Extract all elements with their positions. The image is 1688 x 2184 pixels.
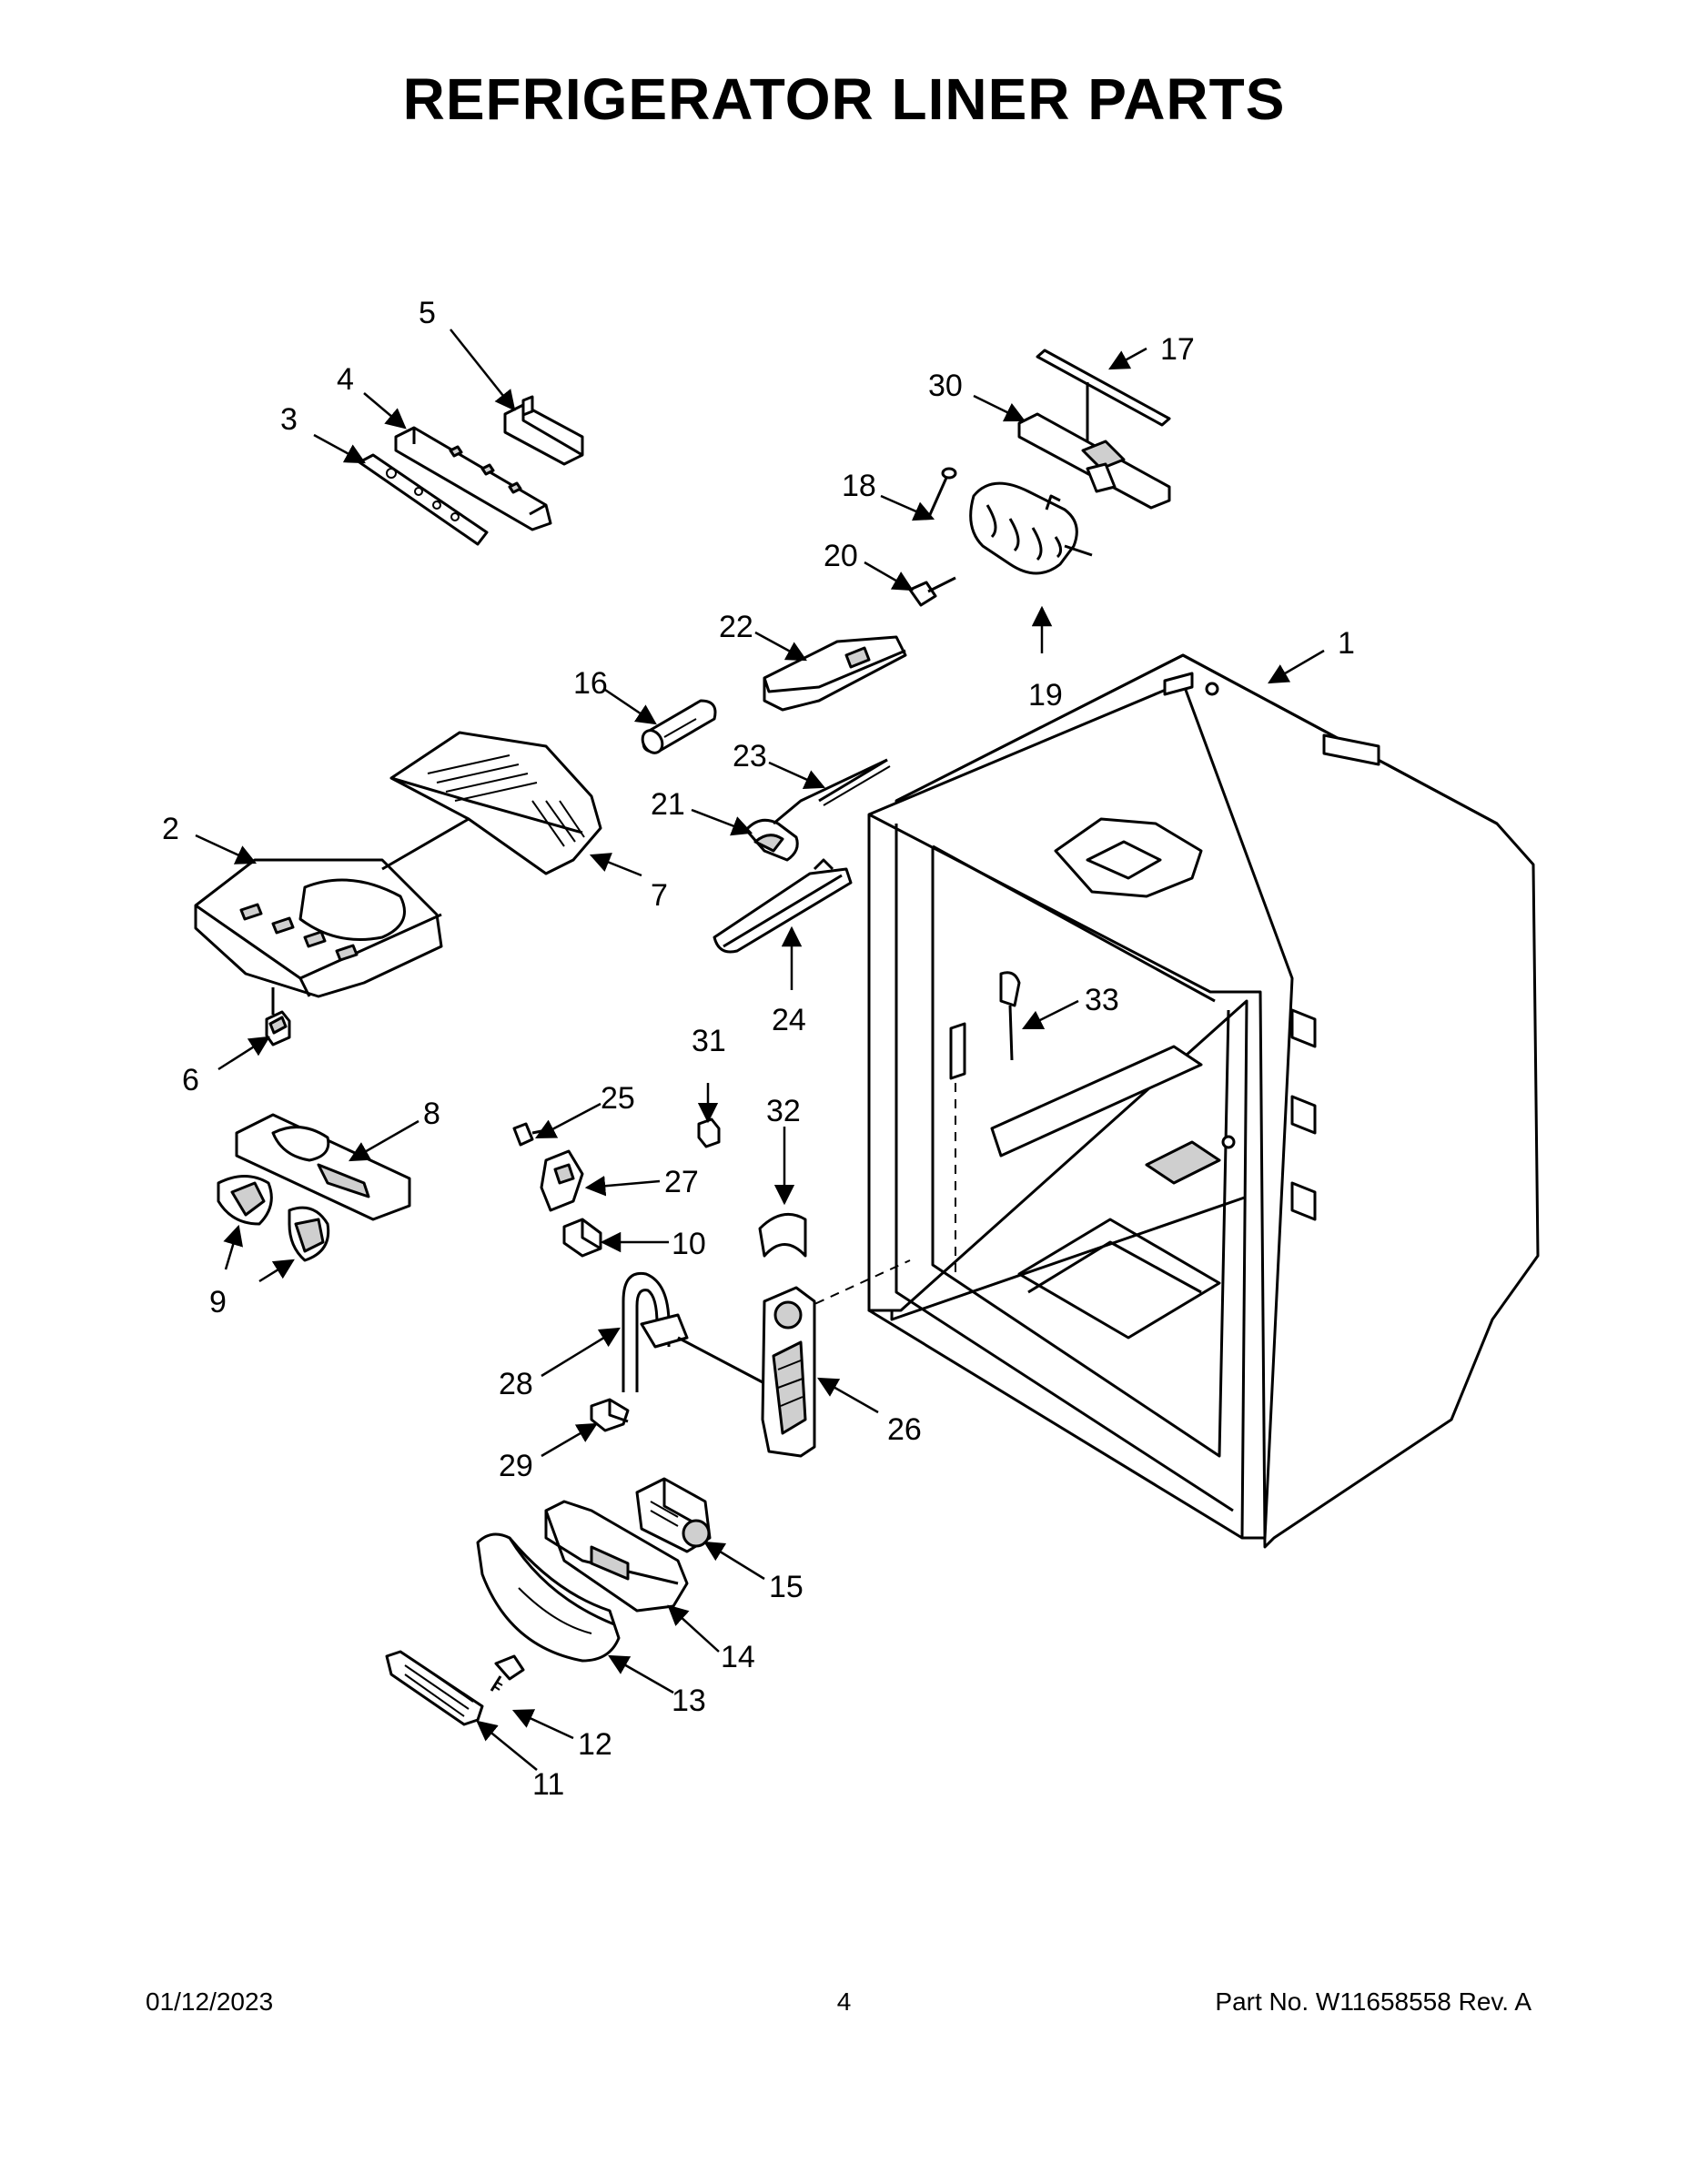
- callout-16: 16: [573, 666, 608, 701]
- part-10-clip: [562, 1218, 602, 1258]
- callout-1: 1: [1338, 626, 1355, 661]
- callout-31: 31: [692, 1024, 726, 1058]
- callout-27: 27: [664, 1165, 699, 1199]
- callout-30: 30: [928, 369, 963, 403]
- callout-15: 15: [769, 1570, 804, 1604]
- part-7-air-diffuser: [381, 731, 602, 875]
- part-14-housing: [544, 1500, 689, 1613]
- part-26-water-housing: [761, 1286, 816, 1458]
- part-29-clip: [590, 1398, 630, 1432]
- callout-9: 9: [209, 1285, 227, 1320]
- callout-33: 33: [1085, 983, 1119, 1017]
- part-3-overlay: [358, 453, 489, 546]
- part-1-liner: [800, 653, 1540, 1549]
- part-2-control-housing: [194, 858, 443, 1015]
- callout-11: 11: [532, 1767, 564, 1802]
- page-title: REFRIGERATOR LINER PARTS: [402, 66, 1286, 132]
- part-31-clip: [697, 1117, 721, 1148]
- callout-13: 13: [672, 1684, 706, 1718]
- callout-8: 8: [423, 1097, 440, 1131]
- part-33-thermistor: [999, 971, 1021, 1061]
- callout-18: 18: [842, 469, 876, 503]
- callout-3: 3: [280, 402, 298, 437]
- part-9-fan-blades: [217, 1175, 330, 1262]
- part-18-pin: [926, 467, 957, 520]
- part-15-motor: [635, 1477, 712, 1553]
- part-17-strip: [1036, 349, 1171, 446]
- part-21-thermostat: [744, 758, 888, 862]
- callout-14: 14: [721, 1640, 755, 1674]
- part-16-cylinder: [641, 699, 717, 754]
- part-28-tube: [622, 1271, 765, 1392]
- part-6-switch: [265, 1010, 291, 1046]
- footer-page-number: 4: [836, 1987, 852, 2016]
- callout-5: 5: [419, 296, 436, 330]
- part-8-housing: [235, 1113, 411, 1221]
- part-22-bracket: [763, 635, 907, 712]
- part-24-track: [713, 858, 853, 954]
- part-32-ring: [758, 1212, 807, 1258]
- callout-32: 32: [766, 1094, 801, 1128]
- callout-10: 10: [672, 1227, 706, 1261]
- part-4-control-bracket: [394, 426, 552, 531]
- part-13-cover: [476, 1532, 621, 1663]
- callout-19: 19: [1028, 678, 1063, 713]
- part-27-bracket: [540, 1149, 584, 1212]
- callout-labels: 1 2 3 4 5 6 7 8 9 10 11 12 13 14 15 16 1…: [162, 296, 1355, 1802]
- part-12-screw: [490, 1654, 525, 1692]
- callout-29: 29: [499, 1449, 533, 1483]
- part-19-heater-coil: [969, 481, 1093, 575]
- callout-23: 23: [733, 739, 767, 774]
- part-30-light-assembly: [1017, 412, 1171, 510]
- callout-17: 17: [1160, 332, 1195, 367]
- part-11-grille: [385, 1650, 484, 1726]
- callout-6: 6: [182, 1063, 199, 1097]
- leader-arrows: [195, 329, 1325, 1771]
- callout-26: 26: [887, 1412, 922, 1447]
- callout-2: 2: [162, 812, 179, 846]
- callout-7: 7: [651, 878, 668, 913]
- callout-24: 24: [772, 1003, 806, 1037]
- callout-22: 22: [719, 610, 753, 644]
- callout-20: 20: [824, 539, 858, 573]
- footer-date: 01/12/2023: [146, 1987, 274, 2016]
- callout-28: 28: [499, 1367, 533, 1401]
- part-20-screw: [908, 576, 956, 607]
- callout-25: 25: [601, 1081, 635, 1116]
- callout-12: 12: [578, 1727, 612, 1762]
- footer-part-number: Part No. W11658558 Rev. A: [1215, 1987, 1531, 2016]
- callout-4: 4: [337, 362, 354, 397]
- part-5-connector: [503, 395, 584, 466]
- callout-21: 21: [651, 787, 685, 822]
- part-23-wire: [818, 758, 891, 806]
